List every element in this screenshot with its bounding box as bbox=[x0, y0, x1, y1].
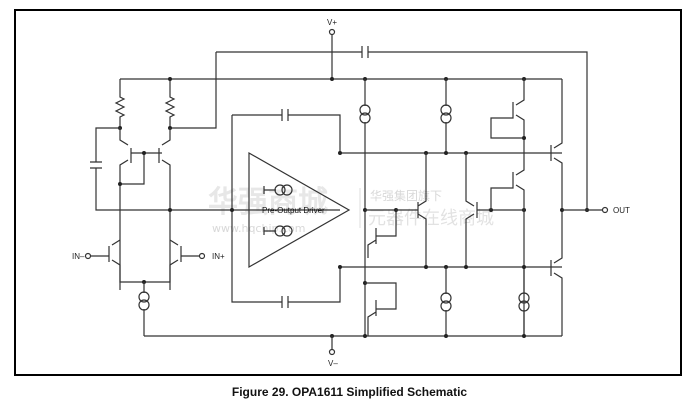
watermark-line2: 元器件在线商城 bbox=[368, 208, 494, 229]
miller-cap-bottom bbox=[281, 296, 289, 308]
vminus-label: V– bbox=[328, 359, 338, 368]
tail-current-source bbox=[138, 291, 150, 303]
vplus-label: V+ bbox=[327, 18, 337, 27]
watermark: 华强商城 www.hqchip.com 华强集团旗下 元器件在线商城 bbox=[208, 185, 494, 235]
figure-caption: Figure 29. OPA1611 Simplified Schematic bbox=[231, 385, 468, 399]
schematic-frame bbox=[14, 9, 682, 376]
in-minus-label: IN– bbox=[72, 252, 85, 261]
input-capacitor bbox=[90, 161, 102, 169]
vplus-terminal: V+ bbox=[327, 18, 337, 36]
in-plus-label: IN+ bbox=[212, 252, 225, 261]
transistor-q1 bbox=[119, 128, 132, 290]
transistor-q2 bbox=[158, 128, 171, 290]
output-stage bbox=[550, 79, 563, 336]
comp-top-wire bbox=[216, 51, 588, 210]
input-cap-wire bbox=[95, 127, 340, 211]
watermark-line1: 华强集团旗下 bbox=[370, 188, 442, 203]
out-label: OUT bbox=[613, 206, 630, 215]
top-capacitor bbox=[361, 46, 369, 58]
miller-cap-top bbox=[281, 109, 289, 121]
pre-output-driver-label: Pre-Output Driver bbox=[262, 206, 325, 215]
watermark-logo: 华强商城 bbox=[208, 185, 328, 220]
resistor-right bbox=[164, 79, 176, 128]
load-to-mirror-wire bbox=[170, 52, 217, 129]
pre-output-driver-triangle bbox=[248, 151, 351, 269]
resistor-left bbox=[114, 79, 126, 128]
